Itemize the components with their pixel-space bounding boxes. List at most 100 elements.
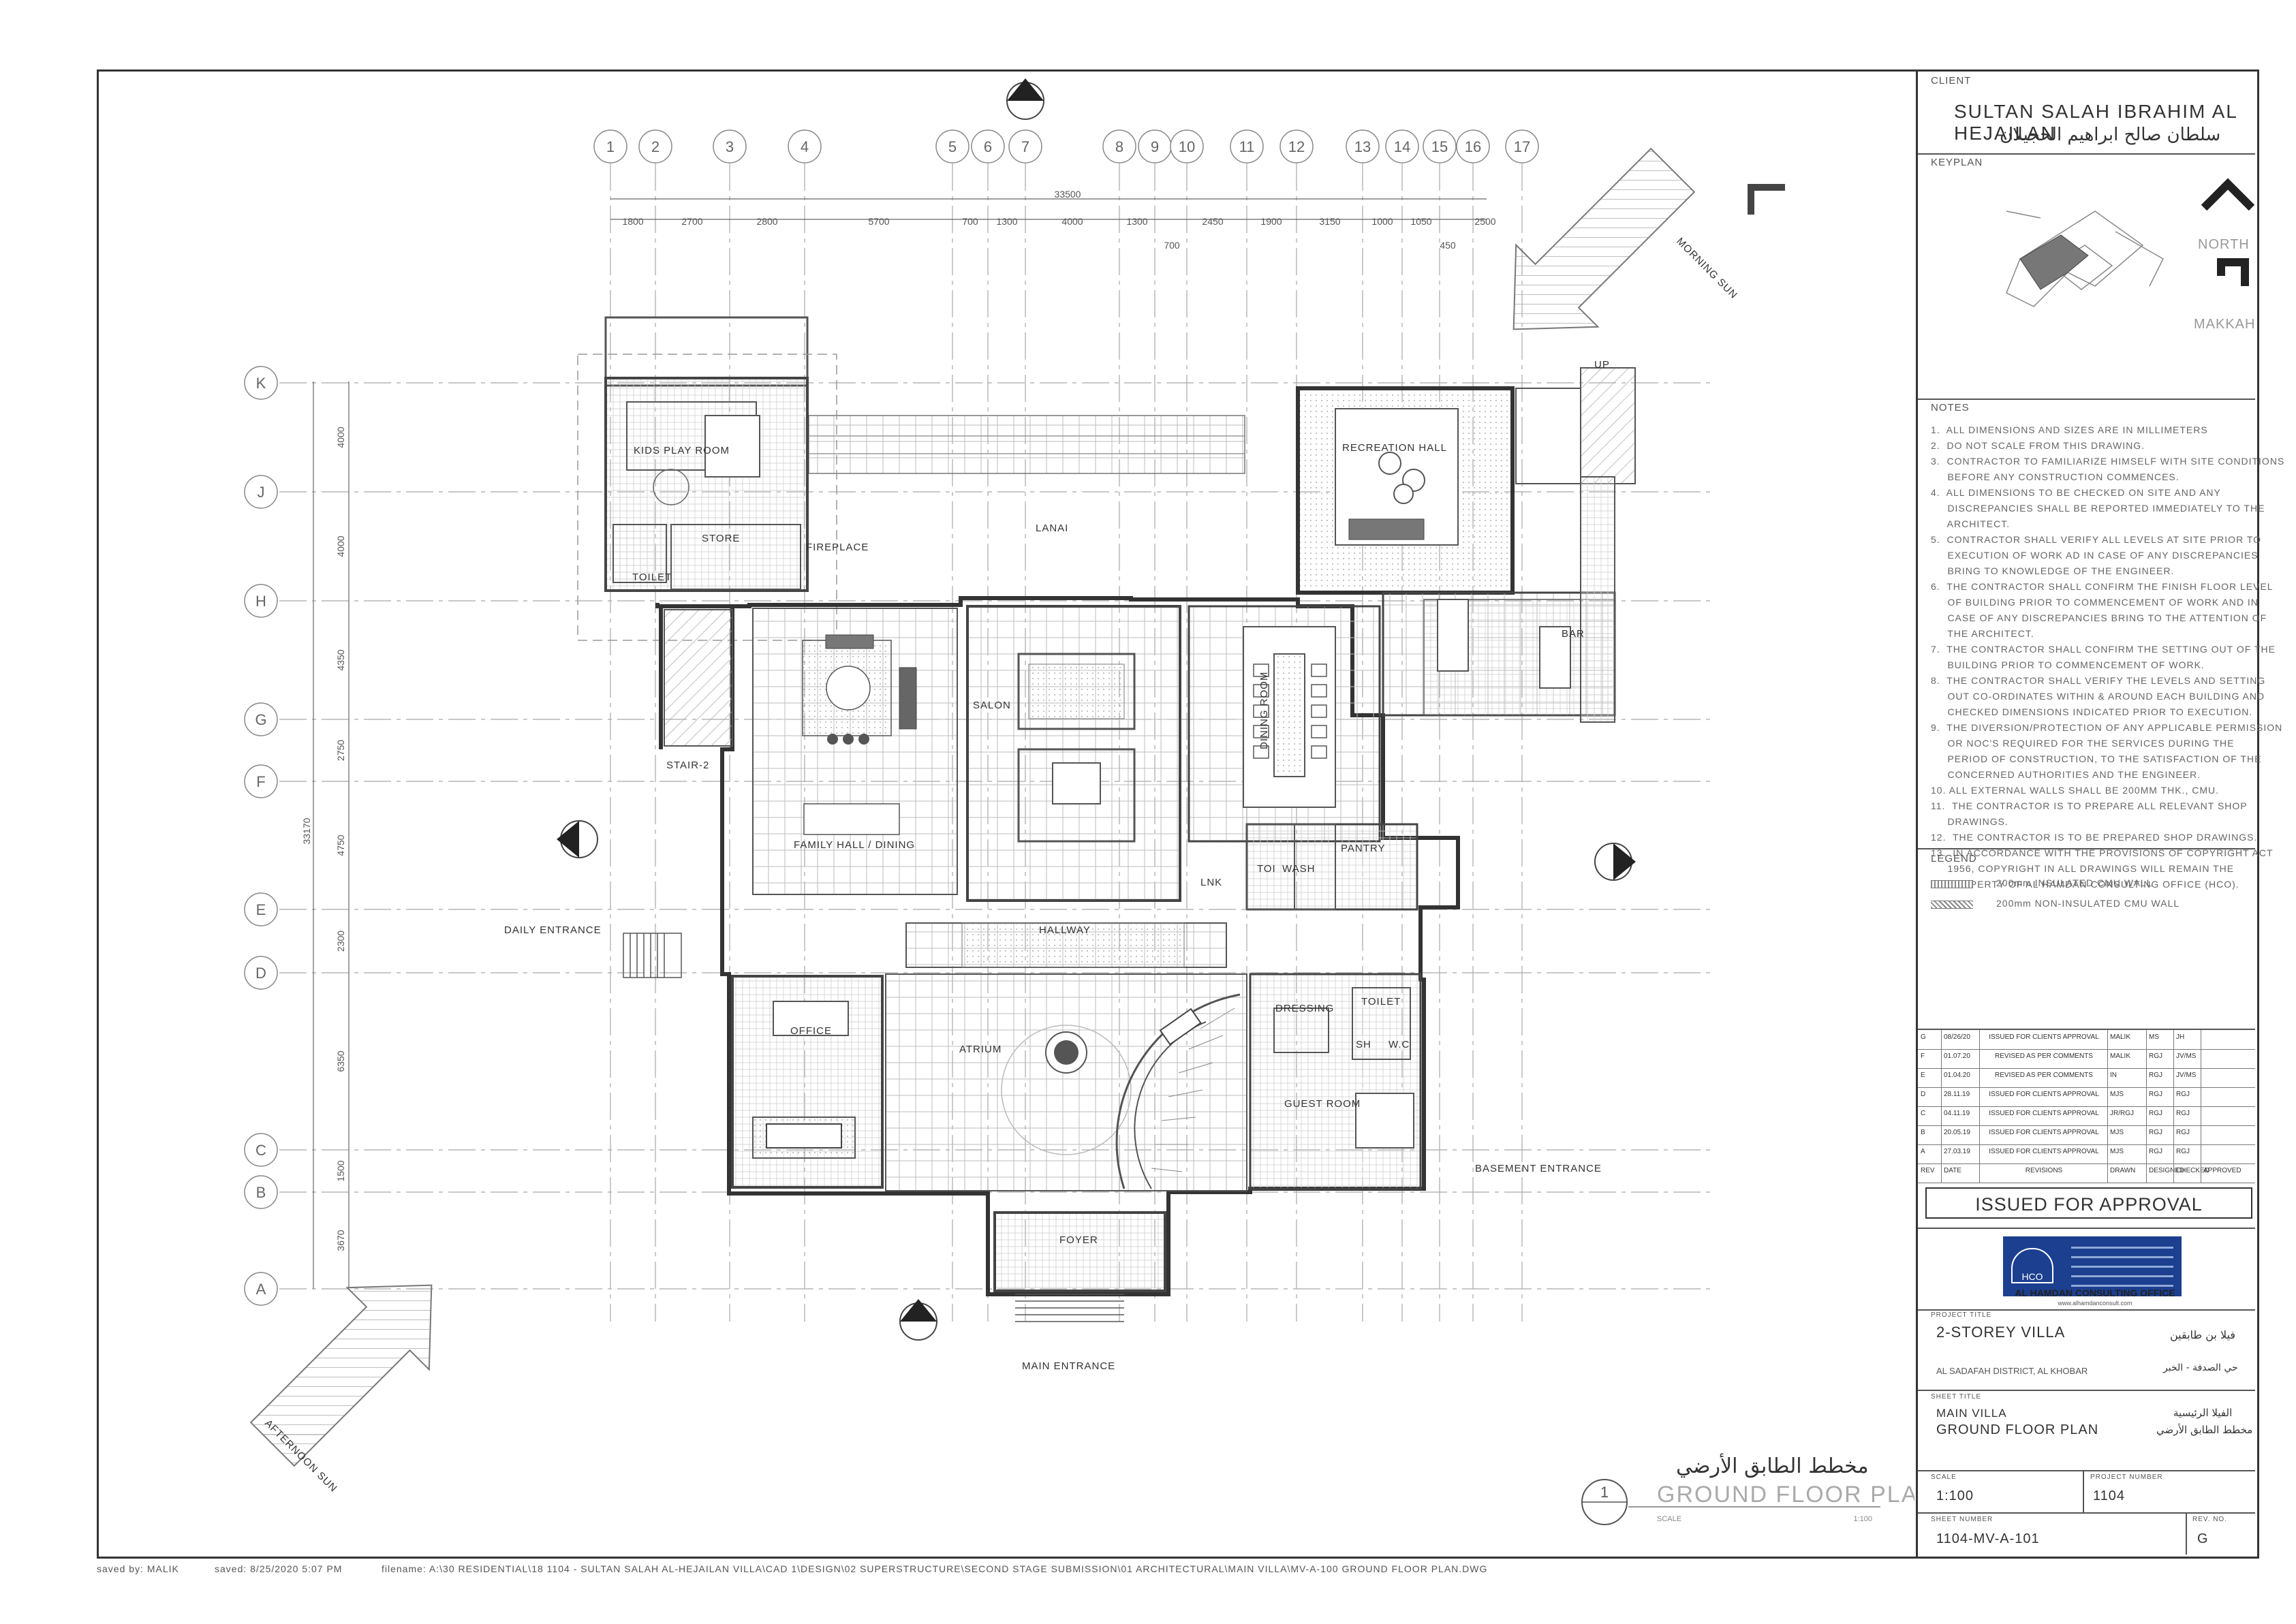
- misc-up: UP: [1594, 359, 1610, 371]
- revision-cell: JH: [2176, 1033, 2185, 1041]
- note-line: OF BUILDING PRIOR TO COMMENCEMENT OF WOR…: [1931, 597, 2259, 608]
- revision-cell: 01.04.20: [1944, 1072, 1970, 1079]
- revision-cell: MS: [2149, 1033, 2159, 1041]
- room-label-link: LNK: [1200, 877, 1222, 888]
- column-dimension: 1900: [1260, 216, 1282, 227]
- divider: [1918, 1228, 2255, 1229]
- plan-scale-label: SCALE: [1657, 1515, 1681, 1523]
- project-title: 2-STOREY VILLA: [1936, 1324, 2066, 1341]
- grid-bubble-row: G: [244, 702, 278, 736]
- room-label-recreation: RECREATION HALL: [1342, 442, 1447, 454]
- drawing-frame: [97, 69, 2259, 1559]
- revision-cell: ISSUED FOR CLIENTS APPROVAL: [1989, 1148, 2099, 1155]
- grid-bubble-row: H: [244, 584, 278, 618]
- grid-col-label: 9: [1151, 138, 1159, 155]
- grid-bubble-col: 11: [1230, 129, 1264, 163]
- grid-col-label: 15: [1431, 138, 1448, 155]
- revision-cell: 08/26/20: [1944, 1033, 1970, 1041]
- grid-col-label: 12: [1288, 138, 1305, 155]
- revision-cell: A: [1921, 1148, 1925, 1155]
- revision-cell: MJS: [2110, 1148, 2124, 1155]
- revision-cell: RGJ: [2176, 1148, 2190, 1155]
- room-label-fireplace: FIREPLACE: [806, 542, 869, 553]
- scale-label: SCALE: [1931, 1473, 1957, 1481]
- revision-cell: ISSUED FOR CLIENTS APPROVAL: [1989, 1110, 2099, 1117]
- revision-cell: RGJ: [2176, 1110, 2190, 1117]
- grid-bubble-col: 8: [1102, 129, 1136, 163]
- room-label-lanai: LANAI: [1036, 522, 1068, 534]
- room-label-family: FAMILY HALL / DINING: [794, 839, 915, 851]
- note-line: BRING TO KNOWLEDGE OF THE ENGINEER.: [1931, 565, 2175, 576]
- grid-bubble-row: J: [244, 475, 278, 509]
- room-label-sh: SH: [1356, 1039, 1371, 1050]
- client-label: CLIENT: [1931, 75, 1972, 87]
- note-line: 10. ALL EXTERNAL WALLS SHALL BE 200MM TH…: [1931, 785, 2220, 796]
- grid-row-label: J: [258, 484, 265, 501]
- plan-title: GROUND FLOOR PLAN: [1657, 1482, 1914, 1508]
- revision-cell: RGJ: [2176, 1091, 2190, 1098]
- revision-cell: JR/RGJ: [2110, 1110, 2134, 1117]
- rev-no: G: [2197, 1531, 2209, 1546]
- project-number-label: PROJECT NUMBER: [2090, 1473, 2163, 1481]
- revision-cell: E: [1921, 1072, 1925, 1079]
- room-label-office: OFFICE: [790, 1025, 832, 1037]
- room-label-store: STORE: [702, 533, 740, 544]
- grid-row-label: F: [256, 773, 265, 790]
- basement-entrance-label: BASEMENT ENTRANCE: [1475, 1163, 1602, 1174]
- revision-cell: REVISED AS PER COMMENTS: [1995, 1052, 2093, 1060]
- divider: [2186, 1512, 2187, 1555]
- client-name-arabic: سلطان صالح ابراهيم الحجيلان: [2000, 125, 2221, 145]
- revision-cell: MJS: [2110, 1129, 2124, 1136]
- legend-label: LEGEND: [1931, 853, 1977, 864]
- plan-title-arabic: مخطط الطابق الأرضي: [1676, 1452, 1869, 1478]
- note-line: 5. CONTRACTOR SHALL VERIFY ALL LEVELS AT…: [1931, 534, 2262, 545]
- note-line: OUT CO-ORDINATES WITHIN & AROUND EACH BU…: [1931, 691, 2265, 702]
- column-dimension: 1050: [1410, 216, 1431, 227]
- room-label-foyer: FOYER: [1059, 1234, 1098, 1246]
- title-block-divider: [1916, 69, 1918, 1557]
- column-dimension: 2700: [681, 216, 702, 227]
- grid-bubble-col: 5: [935, 129, 969, 163]
- project-title-arabic: فيلا بن طابقين: [2170, 1328, 2235, 1341]
- grid-bubble-col: 14: [1385, 129, 1419, 163]
- divider: [1918, 1390, 2255, 1391]
- project-title-label: PROJECT TITLE: [1931, 1311, 1992, 1319]
- note-line: BEFORE ANY CONSTRUCTION COMMENCES.: [1931, 471, 2179, 482]
- room-label-hallway: HALLWAY: [1039, 924, 1091, 936]
- room-label-salon: SALON: [973, 700, 1011, 711]
- grid-bubble-row: A: [244, 1272, 278, 1306]
- grid-bubble-col: 15: [1423, 129, 1457, 163]
- notes-label: NOTES: [1931, 402, 1970, 413]
- sheet-title-label: SHEET TITLE: [1931, 1393, 1981, 1401]
- row-dimension: 6350: [335, 1050, 346, 1072]
- column-dimension: 2500: [1474, 216, 1495, 227]
- revision-cell: ISSUED FOR CLIENTS APPROVAL: [1989, 1129, 2099, 1136]
- revision-cell: DESIGNED: [2149, 1167, 2185, 1174]
- sheet-title-1: MAIN VILLA: [1936, 1407, 2007, 1420]
- note-line: 12. THE CONTRACTOR IS TO BE PREPARED SHO…: [1931, 832, 2258, 843]
- revision-cell: B: [1921, 1129, 1925, 1136]
- column-dimension: 5700: [868, 216, 889, 227]
- revision-cell: DRAWN: [2110, 1167, 2136, 1174]
- sheet-title-arabic-2: مخطط الطابق الأرضي: [2156, 1424, 2253, 1436]
- grid-col-label: 10: [1179, 138, 1195, 155]
- legend-swatch-non-insulated: [1931, 901, 1973, 909]
- revision-cell: MJS: [2110, 1091, 2124, 1098]
- grid-bubble-col: 13: [1346, 129, 1380, 163]
- revision-cell: C: [1921, 1110, 1926, 1117]
- grid-bubble-col: 6: [971, 129, 1005, 163]
- divider: [1918, 153, 2255, 155]
- divider: [1918, 1470, 2255, 1471]
- row-dimension: 4000: [335, 535, 346, 557]
- legend-item: 200mm NON-INSULATED CMU WALL: [1996, 898, 2180, 909]
- grid-col-label: 3: [726, 138, 734, 155]
- north-label: NORTH: [2198, 237, 2250, 252]
- grid-bubble-col: 4: [788, 129, 822, 163]
- note-line: ARCHITECT.: [1931, 518, 2011, 529]
- grid-col-label: 11: [1239, 138, 1255, 155]
- grid-col-label: 5: [948, 138, 957, 155]
- row-dimension: 4750: [335, 834, 346, 856]
- grid-col-label: 17: [1514, 138, 1530, 155]
